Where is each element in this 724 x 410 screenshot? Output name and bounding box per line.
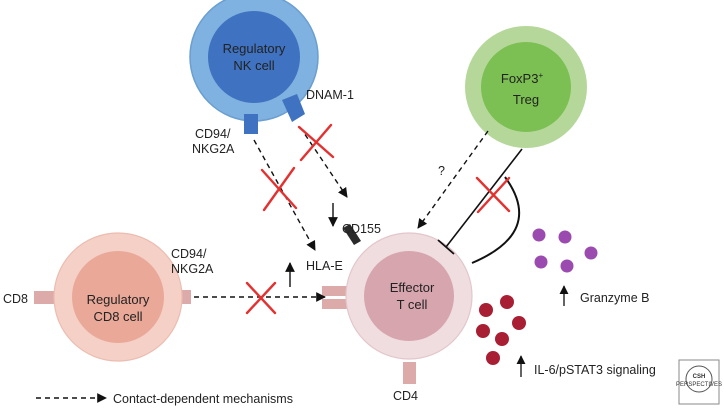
cd94-nk-label-line2: NKG2A bbox=[192, 142, 235, 156]
cd155-label: CD155 bbox=[342, 222, 381, 236]
effector-feedback-curve bbox=[471, 176, 521, 264]
cd94-nk-label-line1: CD94/ bbox=[195, 127, 231, 141]
granzyme-dot bbox=[558, 230, 572, 244]
cross-cd8-effector bbox=[245, 281, 277, 315]
effector-label-line1: Effector bbox=[390, 280, 435, 295]
nk-to-hla-e-dashed-arrow bbox=[253, 139, 316, 251]
il6-dot bbox=[512, 316, 526, 330]
nk-cell-label-line2: NK cell bbox=[233, 58, 274, 73]
regulatory-nk-cell: Regulatory NK cell bbox=[189, 0, 319, 134]
cd8-cell-label-line2: CD8 cell bbox=[93, 309, 142, 324]
effector-cd155-receptor bbox=[343, 224, 361, 245]
cd94-cd8-label-line1: CD94/ bbox=[171, 247, 207, 261]
logo-ring bbox=[685, 365, 713, 393]
il6-dot bbox=[500, 295, 514, 309]
effector-cd4-receptor bbox=[403, 362, 416, 384]
il6-dot bbox=[476, 324, 490, 338]
cd8-marker-label: CD8 bbox=[3, 292, 28, 306]
cross-nk-cd155 bbox=[297, 123, 335, 162]
granzyme-dot bbox=[532, 228, 546, 242]
granzyme-b-dots bbox=[532, 228, 598, 273]
regulatory-cd8-cell: Regulatory CD8 cell bbox=[34, 232, 191, 362]
cross-nk-hla-e bbox=[260, 166, 298, 212]
blocked-crosses bbox=[245, 123, 511, 315]
granzyme-dot bbox=[584, 246, 598, 260]
cross-treg-effector bbox=[475, 176, 511, 214]
effector-label-line2: T cell bbox=[397, 297, 428, 312]
treg-label-superscript: + bbox=[538, 71, 543, 80]
cd94-cd8-label-line2: NKG2A bbox=[171, 262, 214, 276]
treg-to-effector-dashed-arrow bbox=[417, 130, 489, 229]
nk-dnam1-receptor bbox=[282, 94, 305, 122]
nk-cell-label-line1: Regulatory bbox=[223, 41, 286, 56]
effector-cell-nucleus bbox=[364, 251, 454, 341]
effector-hla-e-receptor-2 bbox=[322, 299, 350, 309]
logo-text-line2: PERSPECTIVES bbox=[676, 382, 722, 388]
il6-dot bbox=[495, 332, 509, 346]
hla-e-label: HLA-E bbox=[306, 259, 343, 273]
il6-dot bbox=[479, 303, 493, 317]
treg-inhibition-bar bbox=[437, 239, 455, 255]
legend-text: Contact-dependent mechanisms bbox=[113, 392, 293, 406]
granzyme-dot bbox=[560, 259, 574, 273]
csh-perspectives-logo: CSH PERSPECTIVES bbox=[676, 359, 722, 405]
effector-hla-e-receptor bbox=[322, 286, 350, 296]
granzyme-label: Granzyme B bbox=[580, 291, 649, 305]
effector-t-cell: Effector T cell bbox=[322, 224, 473, 384]
il6-dot bbox=[486, 351, 500, 365]
nk-cell-nucleus bbox=[208, 11, 300, 103]
nk-to-cd155-dashed-arrow bbox=[299, 126, 348, 198]
cd8-cell-nucleus bbox=[72, 251, 164, 343]
legend: Contact-dependent mechanisms bbox=[36, 392, 293, 406]
dnam1-label: DNAM-1 bbox=[306, 88, 354, 102]
nk-cd94-receptor bbox=[244, 114, 258, 134]
treg-label-foxp3: FoxP3 bbox=[501, 71, 539, 86]
treg-inhibition-line bbox=[445, 148, 523, 248]
treg-label-line2: Treg bbox=[513, 92, 539, 107]
logo-text-line1: CSH bbox=[693, 374, 706, 380]
granzyme-dot bbox=[534, 255, 548, 269]
logo-frame bbox=[678, 359, 720, 405]
cd8-cell-label-line1: Regulatory bbox=[87, 292, 150, 307]
question-mark-label: ? bbox=[438, 164, 445, 178]
cd4-marker-label: CD4 bbox=[393, 389, 418, 403]
il6-label: IL-6/pSTAT3 signaling bbox=[534, 363, 656, 377]
treg-label-line1: FoxP3+ bbox=[501, 71, 544, 86]
treg-cell-nucleus bbox=[481, 42, 571, 132]
foxp3-treg-cell: FoxP3+ Treg bbox=[465, 26, 587, 148]
il6-dots bbox=[476, 295, 526, 365]
